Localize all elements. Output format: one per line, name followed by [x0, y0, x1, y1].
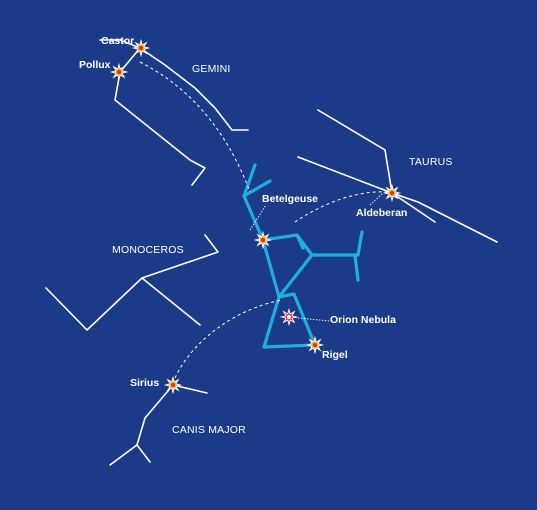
orion-nebula-icon	[279, 307, 299, 327]
star-label-orion-nebula: Orion Nebula	[330, 314, 396, 326]
star-sirius-icon	[163, 375, 183, 395]
star-label-betelgeuse: Betelgeuse	[262, 193, 319, 205]
guide-lines	[139, 61, 389, 379]
taurus-lines	[297, 109, 498, 243]
star-label-rigel: Rigel	[322, 349, 348, 361]
constellation-label-gemini: GEMINI	[192, 63, 231, 75]
star-aldebaran-icon	[382, 183, 402, 203]
star-rigel-icon	[305, 335, 325, 355]
gemini-lines	[99, 39, 249, 186]
monoceros-lines	[45, 234, 219, 331]
star-pollux-icon	[109, 62, 129, 82]
constellation-label-taurus: TAURUS	[409, 156, 453, 168]
star-castor-icon	[131, 38, 151, 58]
stars	[109, 38, 402, 395]
constellation-label-monoceros: MONOCEROS	[112, 244, 184, 256]
star-label-sirius: Sirius	[130, 377, 160, 389]
constellation-label-canis-major: CANIS MAJOR	[172, 424, 246, 436]
canis-major-lines	[109, 384, 208, 466]
star-label-aldebaran: Aldeberan	[356, 207, 408, 219]
star-betelgeuse-icon	[253, 230, 273, 250]
star-label-pollux: Pollux	[79, 59, 111, 71]
star-label-castor: Castor	[101, 35, 135, 47]
